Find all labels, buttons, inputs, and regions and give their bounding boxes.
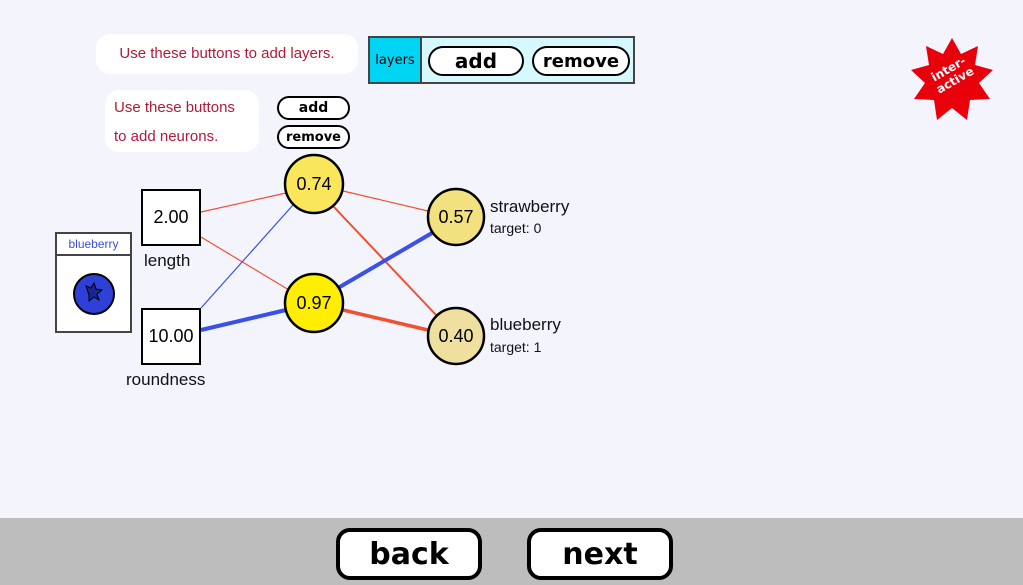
hidden-neuron-2: [283, 272, 345, 334]
edge-length-h1: [200, 192, 287, 213]
neurons-tip: Use these buttons to add neurons.: [105, 90, 259, 152]
edge-roundness-h2: [200, 308, 287, 332]
network-connections: [200, 38, 993, 366]
output-2-label: blueberry: [490, 315, 561, 334]
output-neuron-2-value: 0.40: [438, 326, 474, 346]
bottom-nav-bar: back next: [0, 518, 1023, 585]
input-roundness-value[interactable]: 10.00: [141, 308, 201, 365]
blueberry-icon: [73, 273, 115, 315]
add-neuron-button[interactable]: add: [277, 96, 350, 120]
output-neuron-2: [426, 306, 486, 366]
add-layer-button[interactable]: add: [428, 46, 524, 76]
output-2-target: target: 1: [490, 339, 542, 355]
remove-layer-button[interactable]: remove: [532, 46, 630, 76]
output-1-target: target: 0: [490, 220, 542, 236]
next-button[interactable]: next: [527, 528, 673, 580]
hidden-neuron-1-value: 0.74: [296, 174, 332, 194]
output-neuron-1-value: 0.57: [438, 207, 474, 227]
input-roundness-label: roundness: [126, 370, 206, 389]
input-length-label: length: [144, 251, 191, 270]
interactive-badge: [911, 38, 993, 120]
edge-h2-o1: [336, 231, 434, 290]
edge-length-h2: [200, 236, 290, 291]
edge-h2-o2: [342, 308, 429, 332]
hidden-neuron-2-value: 0.97: [296, 293, 332, 313]
sample-label: blueberry: [57, 234, 130, 256]
layers-panel: layers add remove: [368, 36, 635, 84]
back-button[interactable]: back: [336, 528, 482, 580]
layers-tip: Use these buttons to add layers.: [96, 34, 358, 74]
neurons-tip-line2: to add neurons.: [114, 128, 219, 145]
sample-card: blueberry: [55, 232, 132, 333]
neurons-tip-line1: Use these buttons: [114, 99, 235, 116]
output-1-label: strawberry: [490, 197, 570, 216]
output-neuron-1: [426, 187, 486, 247]
hidden-neuron-1: [283, 153, 345, 215]
remove-neuron-button[interactable]: remove: [277, 125, 350, 149]
input-length-value[interactable]: 2.00: [141, 189, 201, 246]
edge-h1-o1: [342, 190, 429, 212]
layers-label: layers: [370, 38, 422, 82]
edge-roundness-h1: [200, 204, 294, 309]
